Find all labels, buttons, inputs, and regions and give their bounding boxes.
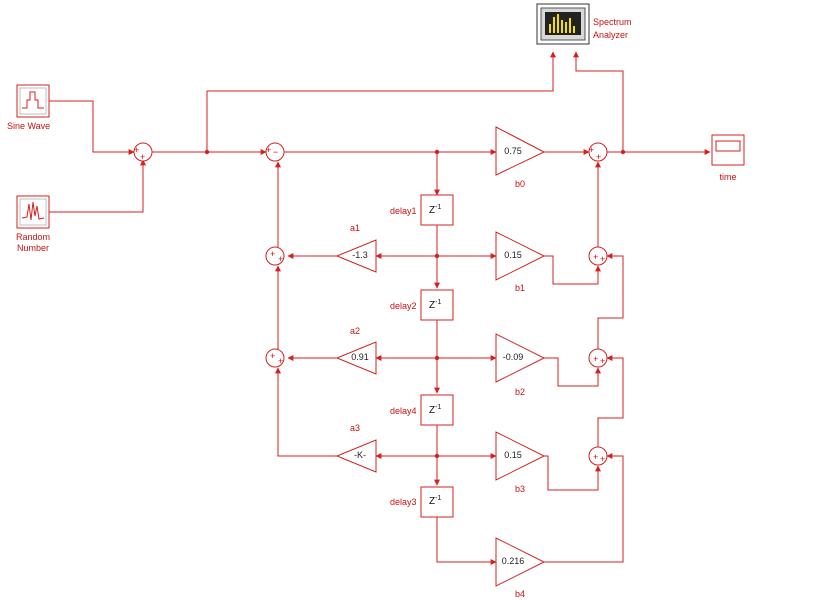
gain-a2[interactable] [335, 341, 377, 375]
time-scope-label: time [719, 172, 737, 182]
wire-b3-to-ffsum3 [544, 455, 601, 491]
random-number-label-1: Random [15, 232, 51, 242]
wire-a3-to-fbsum2 [275, 367, 337, 457]
gain-b2-name: b2 [514, 387, 525, 397]
gain-b3[interactable] [495, 431, 546, 481]
gain-a2-name: a2 [349, 326, 360, 336]
sum-fb1-sign-b: + [278, 254, 284, 264]
sum-feedforward3[interactable] [588, 446, 608, 466]
delay4-name: delay4 [390, 406, 417, 416]
gain-a2-value: 0.91 [351, 352, 369, 362]
delay1-z-label: Z-1 [429, 204, 442, 217]
sum-input[interactable] [133, 142, 153, 162]
wire-sine-to-sum [49, 100, 135, 155]
spectrum-analyzer-label-1: Spectrum [593, 17, 632, 27]
gain-b0[interactable] [495, 126, 546, 176]
gain-a3-name: a3 [349, 423, 360, 433]
spectrum-bars-icon [549, 14, 575, 33]
delay2-z-exp: -1 [435, 299, 442, 306]
sum-main-sign-b: − [273, 147, 279, 157]
sine-wave-block[interactable] [16, 84, 50, 118]
sum-output[interactable] [588, 142, 608, 162]
sum-ff3-sign-b: + [600, 454, 606, 464]
gain-b1-value: 0.15 [504, 250, 522, 260]
sine-wave-label: Sine Wave [7, 121, 51, 131]
sine-wave-icon [22, 91, 44, 109]
sum-ff1-sign-a: + [593, 252, 599, 262]
sum-ff2-sign-b: + [600, 356, 606, 366]
sum-main-sign-a: + [266, 145, 272, 155]
time-scope-block[interactable] [711, 134, 745, 166]
gain-a1-name: a1 [349, 223, 360, 233]
sum-ff3-sign-a: + [593, 452, 599, 462]
delay3-name: delay3 [390, 497, 417, 507]
sum-out-sign-a: + [589, 145, 595, 155]
delay4-z-label: Z-1 [429, 404, 442, 417]
sum-out-sign-b: + [596, 152, 602, 162]
gain-b4-value: 0.216 [501, 556, 525, 566]
sum-fb2-sign-a: + [270, 351, 276, 361]
delay1-block[interactable] [420, 194, 454, 226]
gain-b0-value: 0.75 [504, 146, 522, 156]
sum-feedforward2[interactable] [588, 348, 608, 368]
delay4-z-base: Z [429, 405, 436, 416]
sum-fb2-sign-b: + [278, 356, 284, 366]
delay3-block[interactable] [420, 486, 454, 518]
delay3-z-label: Z-1 [429, 495, 442, 508]
sum-ff1-sign-b: + [600, 254, 606, 264]
sum-feedback2[interactable] [265, 348, 285, 368]
delay3-z-exp: -1 [435, 495, 442, 502]
sum-main[interactable] [265, 142, 285, 162]
wire-input-to-spectrum [206, 51, 556, 152]
gain-b2-value: -0.09 [502, 352, 524, 362]
delay4-z-exp: -1 [435, 404, 442, 411]
wire-random-to-sum [49, 159, 146, 213]
sum-feedforward1[interactable] [588, 246, 608, 266]
gain-a3[interactable] [335, 439, 377, 473]
sum-input-sign-a: + [134, 145, 140, 155]
sum-input-sign-b: + [140, 152, 146, 162]
random-signal-icon [21, 201, 45, 221]
gain-b1-name: b1 [514, 283, 525, 293]
delay2-z-base: Z [429, 300, 436, 311]
gain-b0-name: b0 [514, 179, 525, 189]
wire-b1-to-ffsum1 [544, 255, 601, 285]
delay2-name: delay2 [390, 301, 417, 311]
wire-delay3-to-b4 [436, 517, 497, 565]
sum-ff2-sign-a: + [593, 354, 599, 364]
delay1-z-base: Z [429, 205, 436, 216]
sum-fb1-sign-a: + [270, 249, 276, 259]
wire-ffsum3-to-ffsum2 [597, 355, 624, 447]
delay1-name: delay1 [390, 206, 417, 216]
random-number-block[interactable] [16, 195, 50, 229]
gain-b1[interactable] [495, 231, 546, 281]
wire-output-to-spectrum [573, 51, 624, 152]
delay3-z-base: Z [429, 496, 436, 507]
gain-a3-value: -K- [354, 450, 366, 460]
gain-b3-name: b3 [514, 484, 525, 494]
junction-dots [204, 149, 626, 459]
wire-ffsum2-to-ffsum1 [597, 253, 624, 349]
scope-screen-icon [715, 140, 741, 152]
delay2-z-label: Z-1 [429, 299, 442, 312]
gain-b4[interactable] [495, 537, 546, 587]
gain-a1[interactable] [335, 239, 377, 273]
delay2-block[interactable] [420, 289, 454, 321]
delay4-block[interactable] [420, 394, 454, 426]
sum-feedback1[interactable] [265, 246, 285, 266]
random-number-label-2: Number [16, 243, 49, 253]
gain-a1-value: -1.3 [352, 250, 368, 260]
gain-b3-value: 0.15 [504, 450, 522, 460]
wire-b2-to-ffsum2 [544, 357, 601, 387]
delay1-z-exp: -1 [435, 204, 442, 211]
signal-lines [49, 51, 711, 565]
gain-b2[interactable] [495, 333, 546, 383]
wire-b4-to-ffsum3 [544, 453, 624, 563]
gain-b4-name: b4 [514, 589, 525, 599]
spectrum-analyzer-label-2: Analyzer [593, 30, 629, 40]
spectrum-analyzer-block[interactable] [536, 3, 590, 45]
